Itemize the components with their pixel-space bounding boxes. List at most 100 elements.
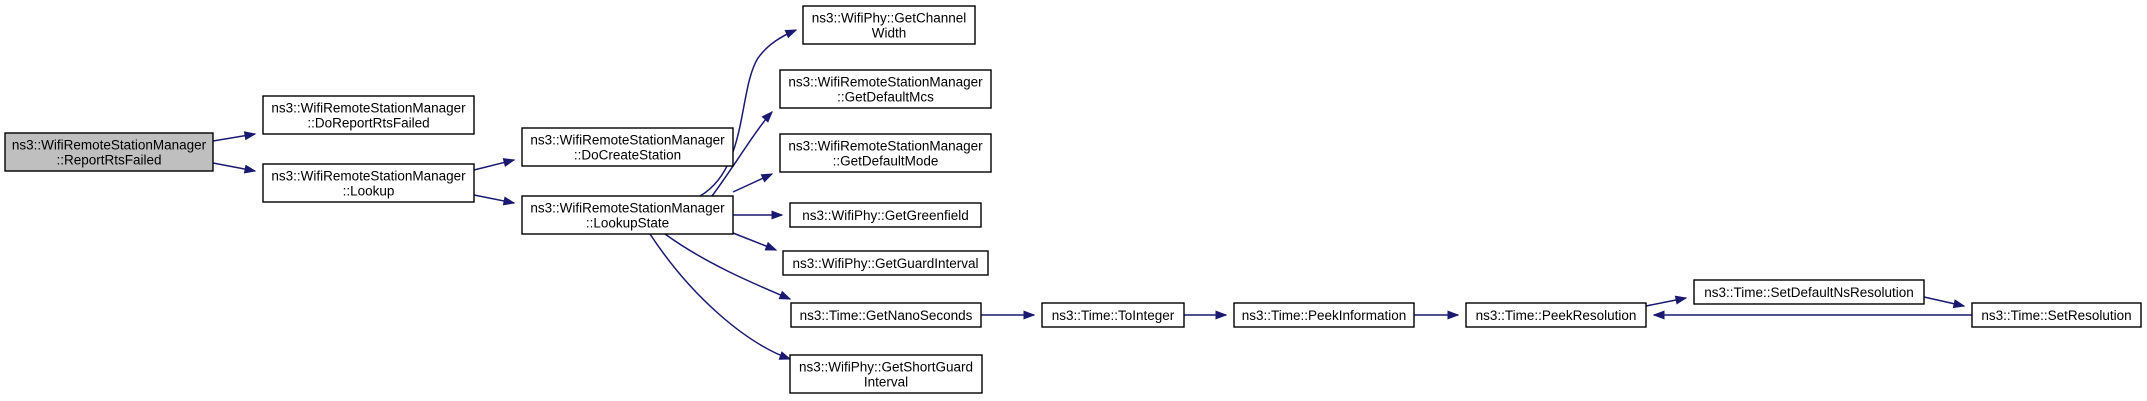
node-get-nano-seconds[interactable]: ns3::Time::GetNanoSeconds [790, 302, 982, 328]
node-label-line: ns3::WifiPhy::GetGuardInterval [792, 256, 978, 271]
node-label-line: ns3::WifiPhy::GetGreenfield [802, 208, 969, 223]
node-box[interactable] [782, 250, 989, 276]
edge-set-resolution-to-peek-resolution [1652, 310, 1972, 320]
arrowhead [243, 164, 257, 174]
node-label-line: ns3::Time::SetResolution [1981, 308, 2131, 323]
edge-line [664, 233, 791, 300]
node-label-line: ns3::Time::ToInteger [1052, 308, 1175, 323]
node-label-line: ::DoReportRtsFailed [307, 116, 429, 131]
node-get-default-mcs[interactable]: ns3::WifiRemoteStationManager::GetDefaul… [779, 69, 992, 109]
node-peek-information[interactable]: ns3::Time::PeekInformation [1233, 302, 1415, 328]
node-label-line: ns3::WifiRemoteStationManager [788, 75, 983, 90]
node-label-line: ns3::WifiRemoteStationManager [530, 133, 725, 148]
edge-get-nano-seconds-to-to-integer [981, 310, 1036, 320]
arrowhead [1652, 310, 1665, 320]
arrowhead [771, 210, 784, 220]
arrowhead [760, 173, 774, 183]
arrowhead [1215, 310, 1228, 320]
node-label-line: ns3::Time::SetDefaultNsResolution [1704, 285, 1914, 300]
arrowhead [1952, 299, 1966, 309]
arrowhead [1023, 310, 1036, 320]
node-label-line: ns3::WifiRemoteStationManager [12, 138, 207, 153]
edge-lookup-state-to-get-default-mode [732, 173, 774, 193]
node-label-line: ns3::WifiRemoteStationManager [271, 101, 466, 116]
node-set-default-ns-resolution[interactable]: ns3::Time::SetDefaultNsResolution [1693, 279, 1925, 305]
arrowhead [784, 29, 798, 39]
call-graph-nodes: ns3::WifiRemoteStationManager::ReportRts… [4, 5, 2142, 394]
edge-lookup-state-to-get-nano-seconds [664, 233, 792, 300]
edge-lookup-to-do-create-station [473, 158, 516, 171]
call-graph-edges [212, 29, 1972, 360]
node-do-report-rts-failed[interactable]: ns3::WifiRemoteStationManager::DoReportR… [262, 95, 475, 135]
node-label-line: ::Lookup [343, 184, 395, 199]
edge-lookup-state-to-get-guard-interval [732, 232, 778, 251]
node-label-line: ns3::WifiPhy::GetChannel [812, 11, 967, 26]
node-box[interactable] [1233, 302, 1415, 328]
node-get-guard-interval[interactable]: ns3::WifiPhy::GetGuardInterval [782, 250, 989, 276]
arrowhead [778, 351, 792, 360]
node-label-line: ns3::WifiPhy::GetShortGuard [799, 360, 973, 375]
node-lookup-state[interactable]: ns3::WifiRemoteStationManager::LookupSta… [521, 195, 734, 235]
edge-report-rts-failed-to-do-report-rts-failed [212, 131, 257, 142]
node-peek-resolution[interactable]: ns3::Time::PeekResolution [1465, 302, 1647, 328]
node-label-line: ns3::Time::PeekResolution [1476, 308, 1637, 323]
edge-line [649, 233, 791, 360]
edge-lookup-state-to-get-greenfield [733, 210, 784, 220]
node-label-line: ::GetDefaultMode [833, 154, 939, 169]
node-set-resolution[interactable]: ns3::Time::SetResolution [1971, 302, 2142, 328]
arrowhead [778, 290, 792, 300]
node-label-line: ns3::WifiRemoteStationManager [530, 201, 725, 216]
node-get-greenfield[interactable]: ns3::WifiPhy::GetGreenfield [789, 202, 982, 228]
node-label-line: ns3::WifiRemoteStationManager [788, 139, 983, 154]
node-box[interactable] [521, 127, 734, 167]
node-lookup[interactable]: ns3::WifiRemoteStationManager::Lookup [262, 163, 475, 203]
node-box[interactable] [789, 354, 983, 394]
node-box[interactable] [1041, 302, 1185, 328]
node-box[interactable] [802, 5, 976, 45]
node-box[interactable] [262, 163, 475, 203]
node-do-create-station[interactable]: ns3::WifiRemoteStationManager::DoCreateS… [521, 127, 734, 167]
node-box[interactable] [521, 195, 734, 235]
edge-report-rts-failed-to-lookup [212, 162, 257, 174]
node-label-line: ns3::Time::GetNanoSeconds [800, 308, 973, 323]
node-get-default-mode[interactable]: ns3::WifiRemoteStationManager::GetDefaul… [779, 133, 992, 173]
arrowhead [1447, 310, 1460, 320]
node-label-line: ns3::WifiRemoteStationManager [271, 169, 466, 184]
arrowhead [761, 110, 773, 123]
arrowhead [502, 196, 516, 206]
edge-lookup-state-to-get-default-mcs [711, 110, 773, 197]
node-box[interactable] [779, 133, 992, 173]
edge-lookup-state-to-get-channel-width [699, 29, 798, 197]
edge-lookup-state-to-get-short-guard-interval [649, 233, 792, 360]
arrowhead [1674, 295, 1688, 305]
node-to-integer[interactable]: ns3::Time::ToInteger [1041, 302, 1185, 328]
arrowhead [502, 158, 516, 167]
node-label-line: ns3::Time::PeekInformation [1242, 308, 1407, 323]
edge-to-integer-to-peek-information [1184, 310, 1228, 320]
node-box[interactable] [1693, 279, 1925, 305]
node-box[interactable] [1971, 302, 2142, 328]
node-box[interactable] [1465, 302, 1647, 328]
edge-peek-information-to-peek-resolution [1414, 310, 1460, 320]
edge-line [699, 29, 797, 197]
node-label-line: Width [872, 26, 907, 41]
node-report-rts-failed[interactable]: ns3::WifiRemoteStationManager::ReportRts… [4, 132, 214, 172]
arrowhead [243, 131, 257, 141]
node-label-line: ::DoCreateStation [574, 148, 681, 163]
node-box[interactable] [779, 69, 992, 109]
node-label-line: ::LookupState [586, 216, 669, 231]
edge-peek-resolution-to-set-default-ns-resolution [1645, 295, 1688, 307]
node-box[interactable] [790, 302, 982, 328]
node-label-line: ::ReportRtsFailed [56, 153, 161, 168]
node-box[interactable] [789, 202, 982, 228]
arrowhead [764, 241, 778, 251]
node-box[interactable] [4, 132, 214, 172]
node-label-line: Interval [864, 375, 908, 390]
edge-lookup-to-lookup-state [473, 194, 516, 206]
node-box[interactable] [262, 95, 475, 135]
edge-set-default-ns-resolution-to-set-resolution [1923, 296, 1966, 309]
node-label-line: ::GetDefaultMcs [837, 90, 934, 105]
